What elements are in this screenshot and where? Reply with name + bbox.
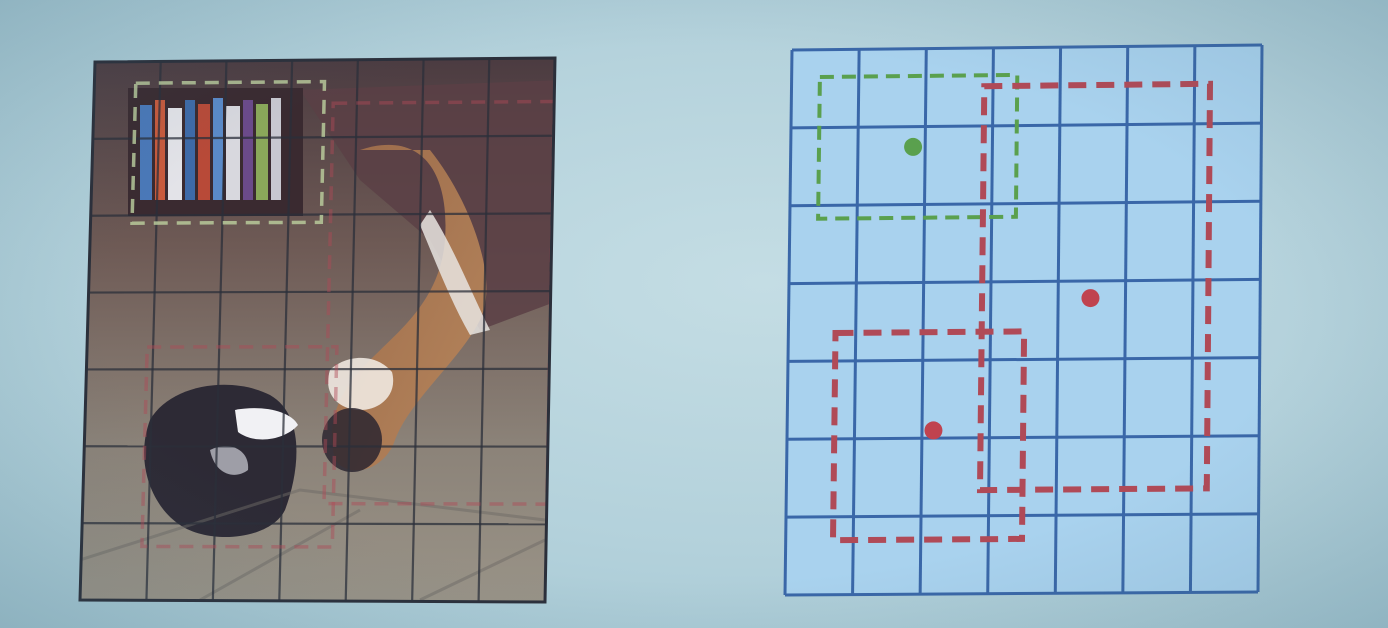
cell-grid-vline: [918, 48, 928, 595]
photo-box-bookshelf: [130, 79, 327, 225]
photo-grid-hline: [92, 134, 554, 140]
cell-grid-hline: [791, 43, 1263, 52]
left-photo-panel: [78, 56, 557, 604]
grid-background: [785, 45, 1262, 595]
photo-grid-hline: [86, 367, 550, 371]
photo-grid-vline: [145, 61, 162, 601]
center-dot-dog: [1081, 289, 1100, 308]
photo-grid-vline: [211, 60, 228, 601]
photo-grid-hline: [82, 522, 547, 526]
cell-grid-vline: [1121, 46, 1130, 593]
bookshelf-image: [128, 88, 303, 216]
dog-image: [322, 144, 490, 472]
photo-grid-vline: [344, 59, 359, 602]
cell-grid-hline: [788, 277, 1261, 286]
cell-grid-vline: [986, 47, 995, 594]
photo-grid-hline: [90, 212, 553, 217]
cell-grid-hline: [784, 590, 1259, 597]
cell-grid: [783, 43, 1264, 597]
photo-grid-vline: [278, 60, 294, 601]
cell-grid-vline: [851, 49, 861, 595]
photo-frame: [78, 56, 557, 604]
cell-grid-vline: [1188, 45, 1197, 593]
photo-box-cat: [140, 344, 339, 549]
cell-grid-hline: [790, 121, 1262, 130]
center-dot-cat: [924, 421, 943, 440]
cell-grid-vline: [1053, 47, 1063, 594]
bounding-boxes: [816, 72, 1214, 544]
cat-image: [144, 384, 298, 537]
photo-grid-hline: [88, 290, 551, 294]
photo-grid-vline: [477, 58, 491, 602]
cell-grid-vline: [1256, 44, 1264, 593]
right-grid-panel: [783, 43, 1264, 597]
photo-grid-vline: [411, 59, 425, 602]
object-centers: [904, 137, 1100, 440]
cell-grid-hline: [787, 356, 1260, 363]
cell-grid-hline: [789, 199, 1261, 208]
box-dog: [976, 80, 1214, 494]
box-cat: [829, 328, 1028, 544]
box-bookshelf: [816, 72, 1020, 221]
center-dot-bookshelf: [904, 137, 923, 156]
cell-grid-vline: [783, 49, 794, 596]
couch-shape: [300, 80, 555, 330]
